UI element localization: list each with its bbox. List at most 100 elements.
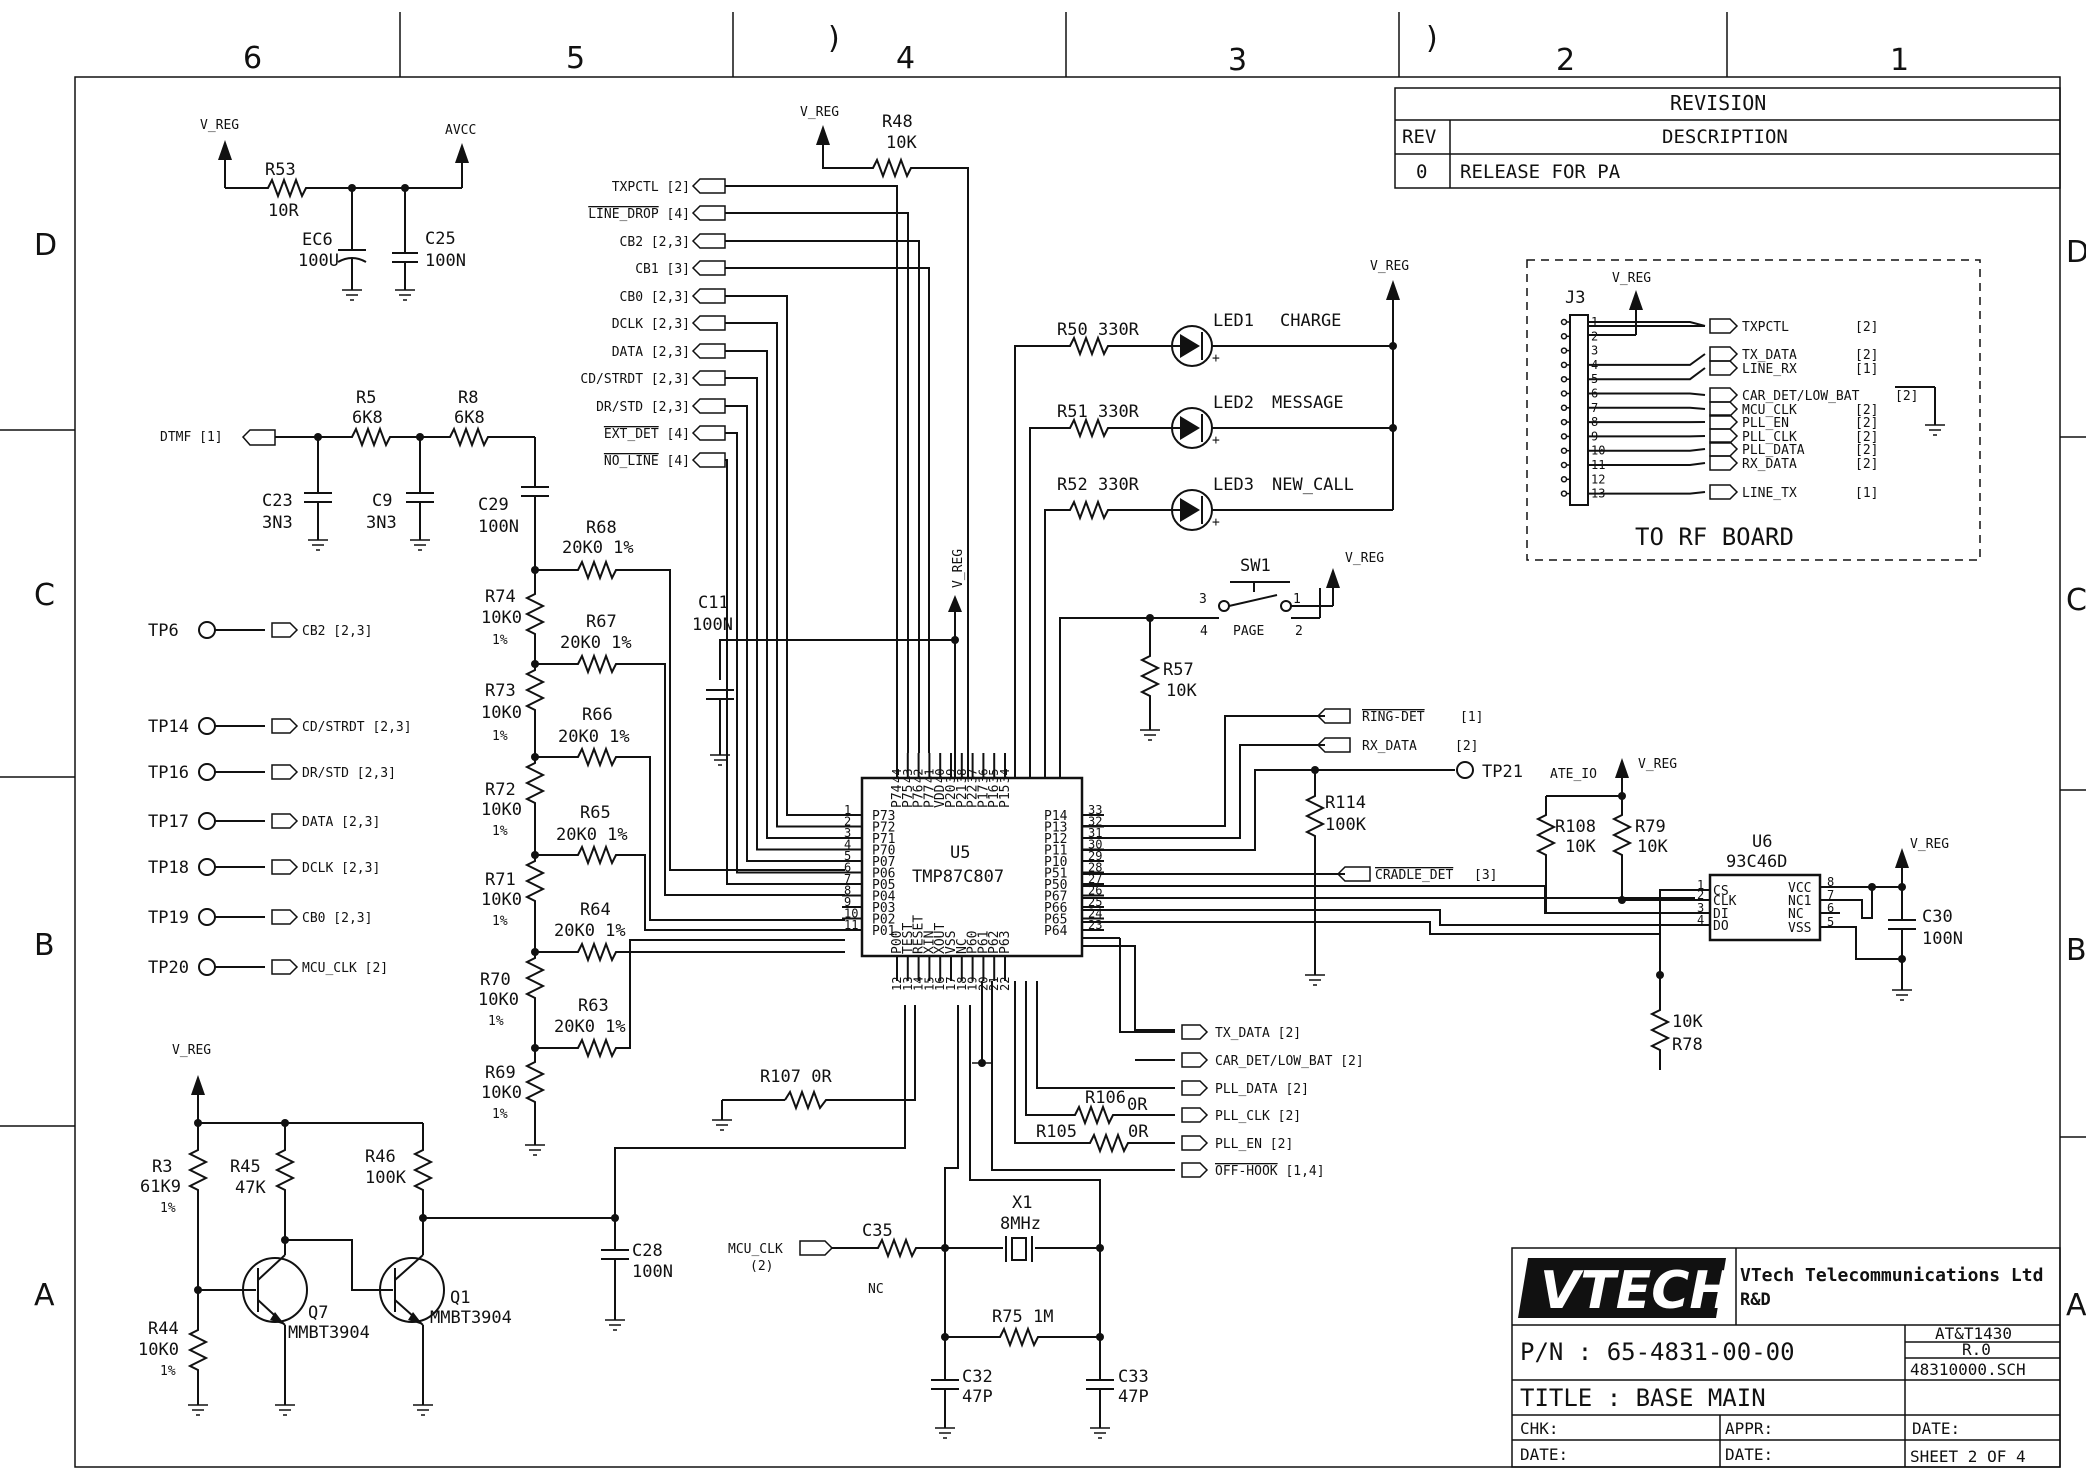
rf-board-title: TO RF BOARD xyxy=(1635,523,1794,551)
r106-ref: R106 xyxy=(1085,1088,1126,1108)
sheet-number: SHEET 2 OF 4 xyxy=(1910,1447,2026,1466)
svg-text:+: + xyxy=(1212,433,1220,448)
r44-ref: R44 xyxy=(148,1319,179,1339)
sw1-pin3: 3 xyxy=(1199,592,1207,607)
date-label-1: DATE: xyxy=(1912,1419,1960,1438)
j3-signal-name: CAR_DET/LOW_BAT xyxy=(1742,389,1860,404)
u5-pin-name-top: P15 xyxy=(998,785,1013,808)
column-markers: 6 5 4 3 2 1 ) ) xyxy=(243,21,1909,78)
r5-val: 6K8 xyxy=(352,408,383,428)
date-label-2: DATE: xyxy=(1520,1445,1568,1464)
r50-val: 330R xyxy=(1098,320,1140,340)
r64-ref: R64 xyxy=(580,900,611,920)
u6-pin-num-left: 4 xyxy=(1697,913,1704,927)
c30-val: 100N xyxy=(1922,929,1963,949)
r65-ref: R65 xyxy=(580,803,611,823)
left-port-label: CB2 [2,3] xyxy=(620,235,690,250)
description-header: DESCRIPTION xyxy=(1662,126,1788,148)
c11-val: 100N xyxy=(692,615,733,635)
q7-ref: Q7 xyxy=(308,1303,328,1323)
u6-pin-name-left: DI xyxy=(1713,907,1729,922)
r63-ref: R63 xyxy=(578,996,609,1016)
test-point-label: TP16 xyxy=(148,763,189,783)
c35-val: NC xyxy=(868,1282,884,1297)
j3-signal-name: LINE_TX xyxy=(1742,486,1797,501)
u5-pin-num-top: 35 xyxy=(987,769,1001,783)
u5-pin-num-top: 44 xyxy=(890,769,904,783)
u6-pin-num-right: 5 xyxy=(1827,915,1834,929)
r8-ref: R8 xyxy=(458,388,478,408)
vtech-logo: VTECH xyxy=(1518,1258,1733,1321)
u6-pin-num-right: 6 xyxy=(1827,901,1834,915)
j3-signal-sheets: [2] xyxy=(1855,320,1878,335)
u5-pin-name-right: P12 xyxy=(1044,832,1067,847)
u5-pin-name-top: P22 xyxy=(966,785,981,808)
u5-pin-name-bottom: RESET xyxy=(912,915,927,954)
u6-pin-name-right: NC1 xyxy=(1788,894,1811,909)
row-right-a: A xyxy=(2066,1288,2086,1323)
svg-text:R51 330R: R51 330R xyxy=(1057,402,1140,422)
j3-signal-name: MCU_CLK xyxy=(1742,403,1797,418)
r72-tol: 1% xyxy=(492,824,508,839)
test-point-net: CB2 [2,3] xyxy=(302,624,372,639)
col-1: 1 xyxy=(1890,43,1909,78)
u5-mcu: U5 TMP87C807 44P7443P7542P7641P7740VDD39… xyxy=(842,753,1104,991)
led3-name: NEW_CALL xyxy=(1272,475,1354,495)
r78-ref: R78 xyxy=(1672,1035,1703,1055)
row-right-c: C xyxy=(2066,583,2086,618)
file-name: 48310000.SCH xyxy=(1910,1360,2026,1379)
left-port-label: NO_LINE [4] xyxy=(604,454,690,469)
r69-val: 10K0 xyxy=(481,1083,522,1103)
u5-pin-num-left: 5 xyxy=(844,849,851,863)
r70-ref: R70 xyxy=(480,970,511,990)
r53-val: 10R xyxy=(268,201,299,221)
r68-val: 20K0 1% xyxy=(562,538,634,558)
u5-pin-num-bottom: 13 xyxy=(901,977,915,991)
col-4: 4 xyxy=(896,41,915,76)
test-point-label: TP18 xyxy=(148,858,189,878)
u5-pin-num-bottom: 14 xyxy=(912,977,926,991)
revision-table: REVISION REV DESCRIPTION 0 RELEASE FOR P… xyxy=(1394,87,2061,189)
r71-val: 10K0 xyxy=(481,890,522,910)
part-number: P/N : 65-4831-00-00 xyxy=(1520,1338,1795,1366)
left-port-label: LINE_DROP [4] xyxy=(588,207,690,222)
r73-tol: 1% xyxy=(492,729,508,744)
vreg-label-r48: V_REG xyxy=(800,105,839,120)
r44-tol: 1% xyxy=(160,1364,176,1379)
rf-connector: J3 12345678910111213TXPCTL[2]TX_DATA[2]L… xyxy=(1526,259,1981,561)
sw1-name: PAGE xyxy=(1233,624,1264,639)
j3-signal-sheets: [2] xyxy=(1855,348,1878,363)
j3-pin-group: 12345678910111213TXPCTL[2]TX_DATA[2]LINE… xyxy=(1560,315,1935,501)
u5-pin-num-top: 43 xyxy=(901,769,915,783)
u6-pin-name-left: DO xyxy=(1713,919,1729,934)
r107-val: 0R xyxy=(811,1067,832,1087)
j3-signal-sheets: [2] xyxy=(1855,443,1878,458)
u5-pin-num-top: 42 xyxy=(912,769,926,783)
u5-pin-num-top: 41 xyxy=(922,769,936,783)
j3-signal-name: RX_DATA xyxy=(1742,457,1797,472)
reset-circuit: V_REG R3 61K9 1% R44 10K0 1% R45 47K R46… xyxy=(138,1005,906,1416)
vreg-label-u6: V_REG xyxy=(1910,837,1949,852)
ring-det-sheets: [1] xyxy=(1460,710,1483,725)
u5-pin-num-left: 6 xyxy=(844,861,851,875)
left-port-label: TXPCTL [2] xyxy=(612,180,690,195)
vreg-label-reset: V_REG xyxy=(172,1043,211,1058)
svg-text:R75 1M: R75 1M xyxy=(992,1307,1053,1327)
r106-val: 0R xyxy=(1127,1095,1148,1115)
u5-pin-name-right: P64 xyxy=(1044,924,1068,939)
bottom-net-label: PLL_CLK [2] xyxy=(1215,1109,1301,1124)
vreg-label-ate: V_REG xyxy=(1638,757,1677,772)
sw1-ref: SW1 xyxy=(1240,556,1271,576)
u5-pin-name-top: P74 xyxy=(890,784,905,808)
vreg-label-j3: V_REG xyxy=(1612,271,1651,286)
u5-pin-name-right: P66 xyxy=(1044,901,1067,916)
u5-pin-name-left: P07 xyxy=(872,855,895,870)
r67-val: 20K0 1% xyxy=(560,633,632,653)
svg-text:+: + xyxy=(1212,351,1220,366)
col-5: 5 xyxy=(566,41,585,76)
u5-pin-num-left: 3 xyxy=(844,826,851,840)
test-point-label: TP6 xyxy=(148,621,179,641)
svg-text:R107 0R: R107 0R xyxy=(760,1067,832,1087)
u5-pin-num-left: 8 xyxy=(844,884,851,898)
